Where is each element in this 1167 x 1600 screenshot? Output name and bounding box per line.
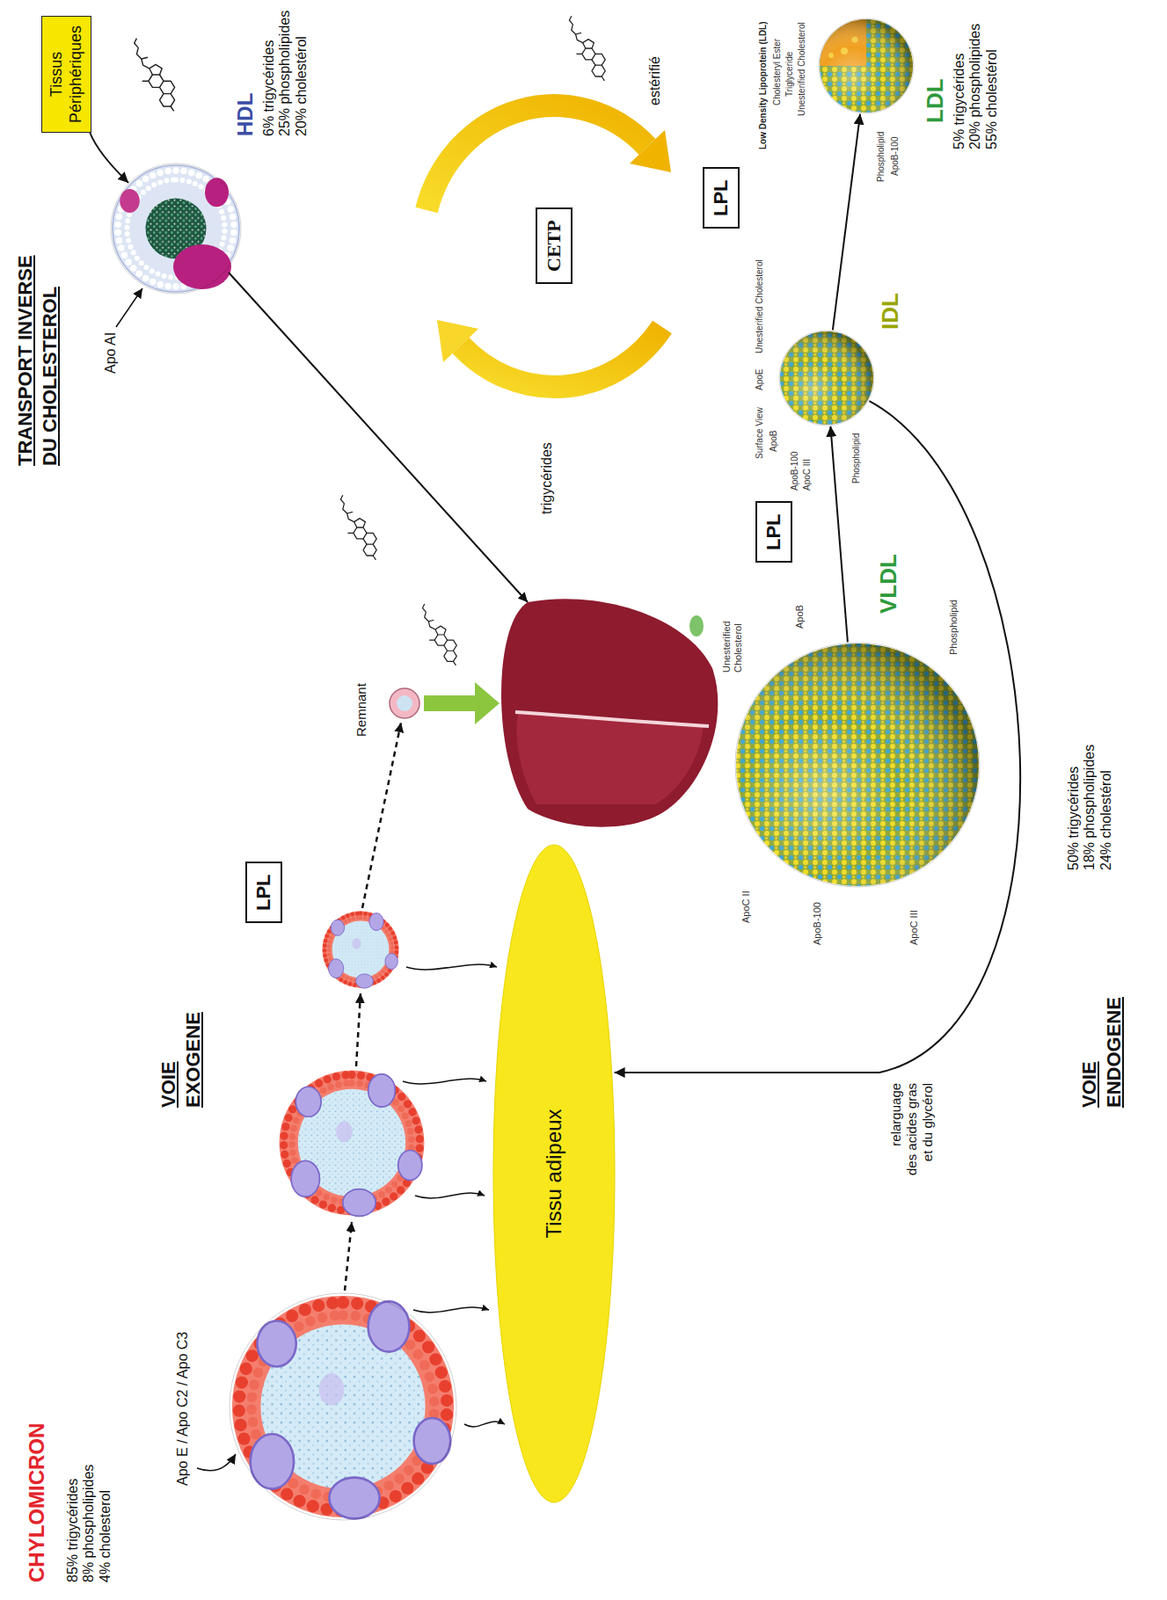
composition-text: 85% trigycérides 8% phospholipides 4% ch… [65, 1465, 114, 1583]
component-label: ApoB-100 [789, 452, 801, 491]
node-outline [228, 1292, 458, 1522]
node-label: VLDL [875, 554, 903, 614]
node-shape [779, 330, 875, 426]
flow-arrow [89, 132, 129, 183]
component-label: Surface View [754, 407, 766, 460]
vldl-particle: VLDL [734, 641, 981, 889]
component-label: Unesterified Cholesterol [754, 259, 766, 354]
composition-text: 50% trigycérides 18% phospholipides 24% … [1065, 744, 1115, 871]
enzyme-box: CETP [535, 207, 573, 285]
component-label: Unesterified Cholesterol [721, 620, 744, 673]
chylomicron-particle: CHYLOMICRON85% trigycérides 8% phospholi… [228, 1292, 458, 1522]
exchange-label: trigycérides [538, 442, 555, 515]
component-label: Unesterified Cholesterol [796, 21, 808, 117]
illustration-title: Low Density Lipoprotein (LDL) [758, 21, 769, 150]
enzyme-box: LPL [755, 501, 793, 563]
component-label: ApoC III [802, 459, 813, 491]
section-heading: TRANSPORT INVERSE DU CHOLESTEROL [13, 255, 62, 467]
apolipoprotein-label: Apo AI [102, 332, 119, 374]
node-shape [735, 642, 980, 888]
component-label: ApoB-100 [889, 137, 901, 176]
node-shape [493, 845, 615, 1503]
liver [501, 598, 718, 827]
node-shape [818, 18, 914, 114]
section-heading: VOIE ENDOGENE [1077, 997, 1126, 1109]
flow-arrow [830, 426, 848, 643]
component-label: ApoE [754, 369, 766, 391]
node-label: Tissus Périphériques [47, 25, 86, 124]
apolipoprotein-label: Apo E / Apo C2 / Apo C3 [174, 1332, 191, 1487]
enzyme-box: LPL [702, 167, 740, 229]
node-label: CHYLOMICRON [24, 1423, 51, 1583]
node-label: IDL [876, 292, 905, 330]
chylomicron-illustration [232, 688, 454, 1519]
node-label: LDL [921, 78, 949, 124]
exchange-label: estérifié [646, 56, 664, 106]
component-label: ApoB-100 [811, 902, 824, 946]
flow-arrows [116, 272, 528, 1472]
node-outline [734, 641, 981, 889]
flow-arrow [832, 114, 861, 331]
idl-particle: IDL [778, 329, 876, 427]
process-note: relarguage des acides gras et du glycéro… [888, 1083, 936, 1176]
hdl-illustration [112, 165, 240, 292]
node-label: Remnant [353, 683, 370, 737]
component-label: Phospholipid [851, 433, 862, 484]
lipoprotein-spheres [736, 19, 979, 887]
node-label: LPL [709, 179, 733, 217]
node-label: LPL [762, 513, 786, 551]
component-label: ApoC III [908, 910, 920, 946]
component-label: ApoB [768, 430, 780, 453]
component-label: Cholesteryl Ester [772, 38, 783, 106]
composition-text: 5% trigycérides 20% phospholipides 55% c… [951, 23, 1000, 150]
section-heading: VOIE EXOGENE [156, 1012, 205, 1109]
uptake-arrow [423, 682, 500, 725]
component-label: ApoC II [740, 890, 752, 924]
component-label: Phospholipid [948, 599, 960, 656]
component-label: Phospholipid [875, 131, 887, 183]
hdl-particle: HDL6% trigycérides 25% phospholipides 20… [109, 162, 242, 295]
enzyme-box: LPL [245, 861, 283, 924]
cetp-cycle [426, 105, 672, 387]
node-outline [109, 162, 242, 295]
node-outline [817, 17, 915, 115]
remnant-particle: Remnant [388, 687, 421, 720]
node-shape [389, 688, 420, 719]
node-outline [388, 687, 421, 720]
adipose-tissue: Tissu adipeux [492, 844, 616, 1504]
composition-text: 6% trigycérides 25% phospholipides 20% c… [261, 10, 310, 137]
node-label: CETP [542, 219, 566, 272]
node-label: Tissu adipeux [541, 1108, 568, 1239]
flow-arrow [614, 401, 1022, 1073]
node-shape [110, 163, 241, 294]
ldl-particle: LDL5% trigycérides 20% phospholipides 55… [817, 17, 915, 115]
component-label: Triglyceride [784, 51, 796, 97]
node-label: LPL [252, 874, 276, 912]
node-label: HDL [233, 93, 259, 137]
component-label: ApoB [794, 605, 806, 629]
node-outline [778, 329, 876, 427]
node-shape [229, 1293, 457, 1521]
tissue-box: Tissus Périphériques [41, 15, 92, 133]
